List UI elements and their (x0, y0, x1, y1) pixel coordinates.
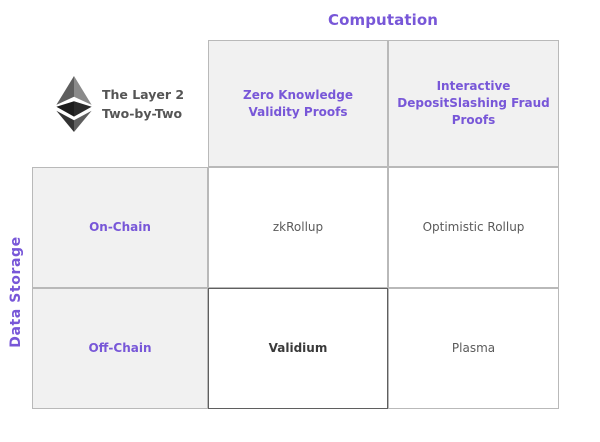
computation-axis-title: Computation (327, 11, 439, 29)
row-header-label: Off-Chain (88, 341, 152, 355)
column-header-label: Interactive DepositSlashing Fraud Proofs (397, 79, 550, 127)
brand-title-line-2: Two-by-Two (101, 105, 183, 121)
row-header-off-chain[interactable]: Off-Chain (32, 288, 208, 409)
matrix-cell-label: Plasma (451, 341, 496, 355)
matrix-cell-label: Optimistic Rollup (422, 220, 525, 234)
matrix-cell-optimistic-rollup[interactable]: Optimistic Rollup (388, 167, 559, 288)
matrix-cell-label: zkRollup (272, 220, 324, 234)
column-header-zk-validity-proofs[interactable]: Zero Knowledge Validity Proofs (208, 40, 388, 167)
data-storage-axis-title: Data Storage (8, 236, 24, 348)
brand-title-line-1: The Layer 2 (101, 86, 185, 102)
matrix-cell-zkrollup[interactable]: zkRollup (208, 167, 388, 288)
row-header-label: On-Chain (89, 220, 151, 234)
ethereum-logo-icon (56, 75, 92, 132)
column-header-interactive-fraud-proofs[interactable]: Interactive DepositSlashing Fraud Proofs (388, 40, 559, 167)
brand-block: The Layer 2 Two-by-Two (56, 75, 184, 132)
column-header-label: Zero Knowledge Validity Proofs (243, 87, 353, 119)
brand-title: The Layer 2 Two-by-Two (102, 85, 184, 123)
matrix-cell-plasma[interactable]: Plasma (388, 288, 559, 409)
brand-corner-cell: The Layer 2 Two-by-Two (32, 40, 208, 167)
matrix-cell-label: Validium (268, 341, 328, 355)
two-by-two-matrix: The Layer 2 Two-by-Two Zero Knowledge Va… (32, 40, 559, 409)
row-header-on-chain[interactable]: On-Chain (32, 167, 208, 288)
matrix-cell-validium[interactable]: Validium (208, 288, 388, 409)
